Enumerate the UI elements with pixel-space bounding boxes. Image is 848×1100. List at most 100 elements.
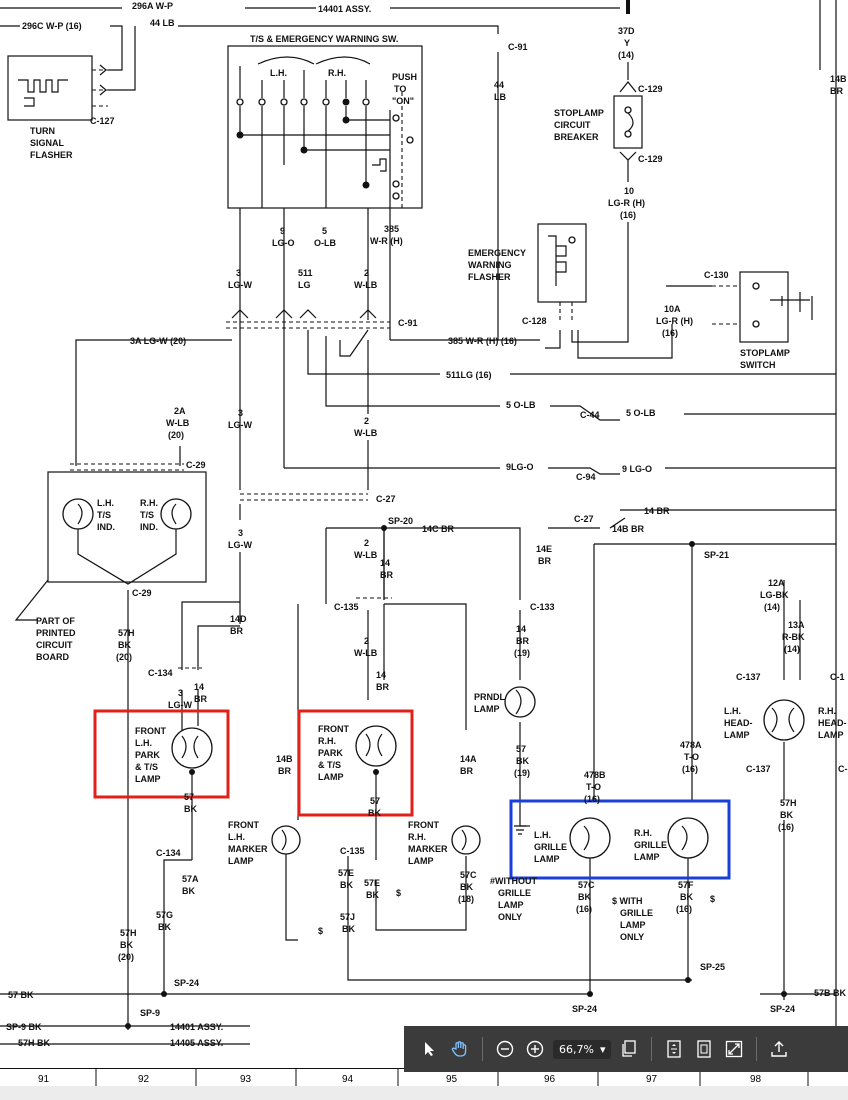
label: BOARD	[36, 652, 69, 662]
label: W-LB	[354, 280, 378, 290]
label: T-O	[684, 752, 699, 762]
label: (16)	[676, 904, 692, 914]
label: PARK	[135, 750, 160, 760]
label: (16)	[778, 822, 794, 832]
label: BK	[516, 756, 529, 766]
zoom-out-icon[interactable]	[493, 1037, 517, 1061]
grid-97: 97	[646, 1074, 658, 1085]
label: 57J	[340, 912, 355, 922]
label: LG-W	[168, 700, 192, 710]
label: 14 BR	[644, 506, 670, 516]
label: 57E	[338, 868, 354, 878]
zoom-dropdown[interactable]: 66,7% ▾	[553, 1039, 612, 1059]
label: LG-BK	[760, 590, 789, 600]
label: 478A	[680, 740, 702, 750]
page-view-icon[interactable]	[617, 1037, 641, 1061]
label: (14)	[618, 50, 634, 60]
label: FRONT	[318, 724, 349, 734]
label: 57	[184, 792, 194, 802]
zoom-in-icon[interactable]	[523, 1037, 547, 1061]
label: LG-R (H)	[656, 316, 693, 326]
label: 37D	[618, 26, 635, 36]
label: LG-W	[228, 280, 252, 290]
toolbar-separator	[756, 1037, 758, 1061]
label: IND.	[97, 522, 115, 532]
label: L.H.	[724, 706, 741, 716]
label: 14B BR	[612, 524, 645, 534]
label: 3	[178, 688, 183, 698]
label: BR	[376, 682, 389, 692]
label: (14)	[784, 644, 800, 654]
label: LAMP	[135, 774, 161, 784]
label: 57H	[120, 928, 137, 938]
grid-reference-svg: 91 92 93 94 95 96 97 98	[38, 1069, 809, 1087]
hand-tool-icon[interactable]	[448, 1037, 472, 1061]
toolbar-separator	[651, 1037, 653, 1061]
label: ONLY	[498, 912, 522, 922]
label: SP-21	[704, 550, 729, 560]
label: MARKER	[408, 844, 448, 854]
label: L.H.	[228, 832, 245, 842]
label: LG-R (H)	[608, 198, 645, 208]
label: C-135	[340, 846, 365, 856]
label: IND.	[140, 522, 158, 532]
label: 9	[280, 226, 285, 236]
label: $	[318, 926, 323, 936]
label: GRILLE	[534, 842, 567, 852]
label: 3	[238, 528, 243, 538]
grid-92: 92	[138, 1074, 150, 1085]
label: (16)	[682, 764, 698, 774]
label: FLASHER	[468, 272, 511, 282]
label: (16)	[576, 904, 592, 914]
label: SIGNAL	[30, 138, 65, 148]
label: O-LB	[314, 238, 336, 248]
label: C-128	[522, 316, 547, 326]
label: 14A	[460, 754, 477, 764]
label: (20)	[118, 952, 134, 962]
label: 14401 ASSY.	[170, 1022, 223, 1032]
label: BK	[578, 892, 591, 902]
label: (19)	[514, 768, 530, 778]
label: L.H.	[270, 68, 287, 78]
label: FRONT	[135, 726, 166, 736]
label: SP-24	[770, 1004, 795, 1014]
labels: 296A W-P 14401 ASSY. 296C W-P (16) 44 LB…	[6, 1, 848, 1048]
label: BK	[680, 892, 693, 902]
fit-page-icon[interactable]	[692, 1037, 716, 1061]
label: 14	[194, 682, 204, 692]
label: FRONT	[228, 820, 259, 830]
label: 57E	[364, 878, 380, 888]
label: BK	[120, 940, 133, 950]
label: LG-W	[228, 420, 252, 430]
label: 3	[236, 268, 241, 278]
label: BK	[182, 886, 195, 896]
label: 57H	[780, 798, 797, 808]
label: 44 LB	[150, 18, 175, 28]
ts-indicator-board	[14, 471, 207, 1030]
label: 5 O-LB	[506, 400, 536, 410]
label: PUSH	[392, 72, 417, 82]
label: BK	[366, 890, 379, 900]
upload-icon[interactable]	[767, 1037, 791, 1061]
label: TO	[394, 84, 406, 94]
label: 9 LG-O	[622, 464, 652, 474]
label: 57C	[578, 880, 595, 890]
label: 57F	[678, 880, 694, 890]
select-arrow-icon[interactable]	[418, 1037, 442, 1061]
label: C-91	[398, 318, 418, 328]
label: R.H.	[634, 828, 652, 838]
label: (16)	[620, 210, 636, 220]
label: (14)	[764, 602, 780, 612]
fullscreen-icon[interactable]	[722, 1037, 746, 1061]
stoplamp-circuit-breaker	[613, 81, 643, 161]
label: BREAKER	[554, 132, 599, 142]
highlight-rh-park-lamp	[297, 709, 414, 817]
label: PRNDL	[474, 692, 506, 702]
label: 12A	[768, 578, 785, 588]
label: BK	[342, 924, 355, 934]
label: C-1	[830, 672, 845, 682]
label: 2	[364, 416, 369, 426]
label: CIRCUIT	[554, 120, 591, 130]
label: 57G	[156, 910, 173, 920]
fit-height-icon[interactable]	[662, 1037, 686, 1061]
